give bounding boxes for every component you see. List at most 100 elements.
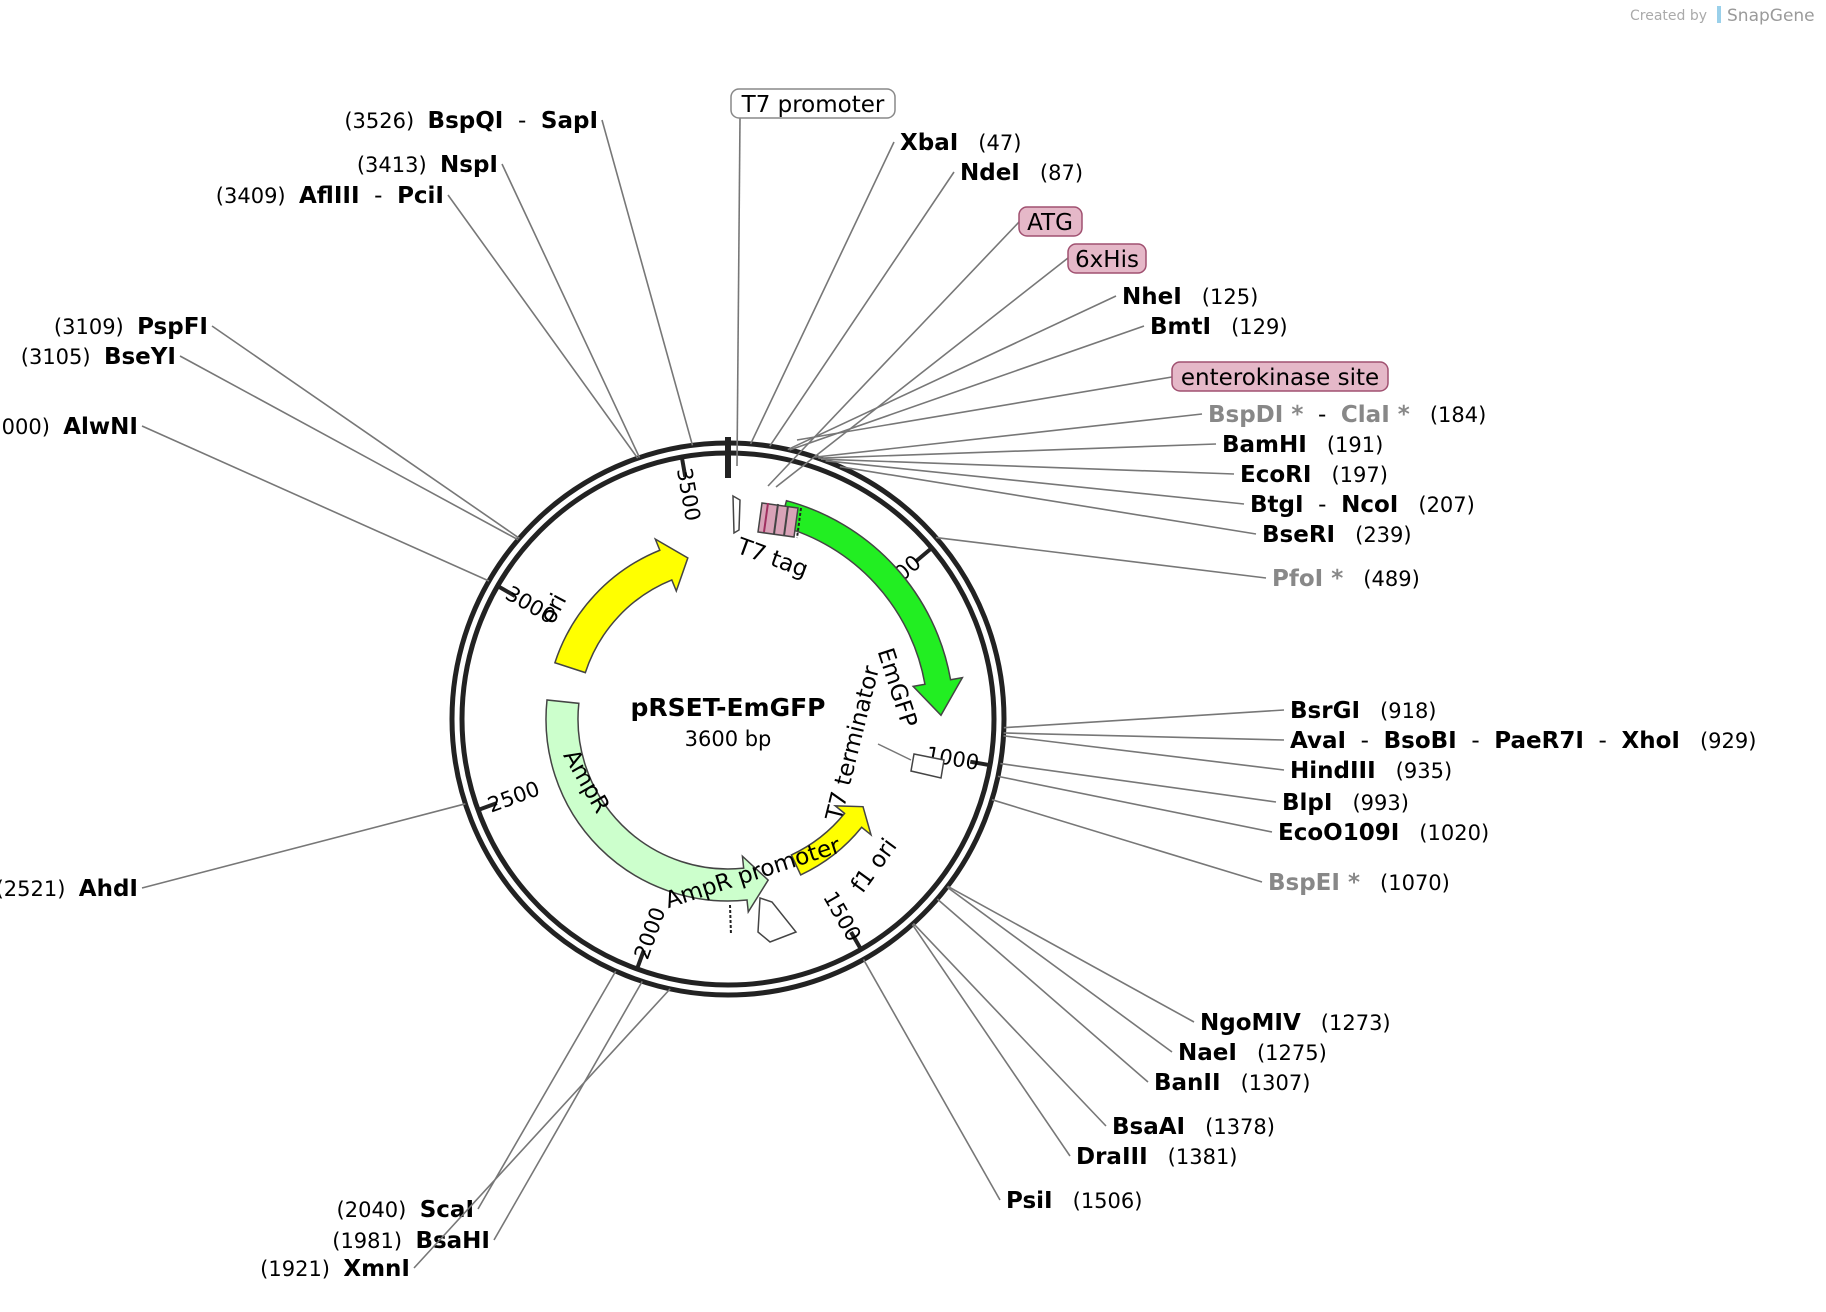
feature-ampr-promoter-arrow[interactable] bbox=[757, 896, 798, 943]
site-ahdi[interactable]: (2521) AhdI bbox=[0, 803, 466, 902]
plasmid-length: 3600 bp bbox=[685, 727, 772, 751]
site-afliii[interactable]: (3409) AflIII - PciI bbox=[216, 183, 639, 459]
site-bsrgi[interactable]: BsrGI (918) bbox=[1003, 698, 1437, 729]
site-label: NaeI (1275) bbox=[1178, 1040, 1327, 1066]
tick-label-3500: 3500 bbox=[672, 466, 705, 523]
site-psii[interactable]: PsiI (1506) bbox=[862, 959, 1142, 1214]
site-leader bbox=[141, 425, 490, 582]
site-label: PsiI (1506) bbox=[1006, 1188, 1142, 1214]
site-bspei[interactable]: BspEI * (1070) bbox=[991, 798, 1450, 896]
feature-f1-ori-arrow[interactable] bbox=[790, 805, 873, 876]
site-label: (3409) AflIII - PciI bbox=[216, 183, 444, 209]
site-leader bbox=[997, 775, 1273, 833]
site-naei[interactable]: NaeI (1275) bbox=[946, 886, 1327, 1066]
site-pspfi[interactable]: (3109) PspFI bbox=[54, 314, 520, 539]
site-ecori[interactable]: EcoRI (197) bbox=[821, 458, 1388, 488]
site-avai[interactable]: AvaI - BsoBI - PaeR7I - XhoI (929) bbox=[1003, 728, 1757, 754]
site-ndei[interactable]: NdeI (87) bbox=[769, 160, 1083, 447]
site-leader bbox=[936, 898, 1149, 1083]
site-leader bbox=[211, 325, 520, 539]
site-leader bbox=[413, 988, 671, 1269]
6xhis-box[interactable] bbox=[1067, 243, 1147, 274]
snapgene-logo-icon bbox=[1717, 6, 1721, 23]
feature-ampr-arrow[interactable] bbox=[545, 699, 770, 915]
site-scai[interactable]: (2040) ScaI bbox=[337, 970, 617, 1223]
tick-500 bbox=[915, 546, 934, 563]
feature-t7-promoter-mark[interactable] bbox=[732, 494, 741, 535]
site-label: BmtI (129) bbox=[1150, 314, 1288, 340]
site-label: BlpI (993) bbox=[1282, 790, 1409, 816]
site-alwni[interactable]: (3000) AlwNI bbox=[0, 414, 490, 582]
enterokinase-site-label: enterokinase site bbox=[1181, 365, 1379, 391]
site-leader bbox=[862, 959, 1001, 1201]
brand-text: SnapGene bbox=[1727, 6, 1815, 26]
site-leader bbox=[818, 443, 1217, 459]
atg-label: ATG bbox=[1027, 210, 1073, 236]
site-bseyi[interactable]: (3105) BseYI bbox=[21, 344, 519, 541]
site-leader bbox=[991, 798, 1263, 883]
site-blpi[interactable]: BlpI (993) bbox=[1000, 762, 1409, 816]
site-ngomiv[interactable]: NgoMIV (1273) bbox=[947, 885, 1391, 1036]
feature-emgfp-arrow[interactable] bbox=[778, 499, 964, 717]
atg-box[interactable] bbox=[1018, 206, 1083, 237]
site-label: BseRI (239) bbox=[1262, 522, 1412, 548]
leader-enterokinase bbox=[796, 376, 1173, 441]
site-pfoi[interactable]: PfoI * (489) bbox=[935, 536, 1420, 592]
site-leader bbox=[787, 295, 1117, 451]
site-label: (2521) AhdI bbox=[0, 876, 138, 902]
site-leader bbox=[1000, 762, 1277, 803]
t7-promoter-box[interactable] bbox=[730, 88, 896, 119]
site-hindiii[interactable]: HindIII (935) bbox=[1003, 735, 1452, 784]
site-label: (3000) AlwNI bbox=[0, 414, 138, 440]
site-xbai[interactable]: XbaI (47) bbox=[749, 130, 1022, 445]
credit-text: Created by bbox=[1630, 8, 1707, 24]
site-leader bbox=[912, 922, 1107, 1127]
feature-label-t7-tag: T7 tag bbox=[732, 533, 811, 583]
site-label: XbaI (47) bbox=[900, 130, 1021, 156]
site-leader bbox=[601, 119, 694, 446]
site-nspi[interactable]: (3413) NspI bbox=[357, 152, 641, 458]
emgfp-start-mark bbox=[796, 507, 802, 539]
plasmid-name: pRSET-EmGFP bbox=[630, 693, 825, 722]
site-leader bbox=[947, 885, 1195, 1023]
site-label: (3413) NspI bbox=[357, 152, 498, 178]
site-draiii[interactable]: DraIII (1381) bbox=[911, 923, 1238, 1170]
tick-label-2500: 2500 bbox=[485, 777, 543, 818]
site-leader bbox=[839, 465, 1257, 535]
site-label: BtgI - NcoI (207) bbox=[1250, 492, 1475, 518]
feature-arcs bbox=[545, 499, 964, 915]
site-bseri[interactable]: BseRI (239) bbox=[839, 465, 1412, 548]
ampr-start-mark bbox=[729, 904, 732, 936]
site-leader bbox=[825, 460, 1245, 505]
site-leader bbox=[815, 413, 1203, 458]
ek-mark bbox=[783, 505, 789, 537]
feature-ori-arrow[interactable] bbox=[553, 537, 689, 674]
enterokinase-site-box[interactable] bbox=[1171, 361, 1389, 392]
feature-box-labels: T7 promoter ATG 6xHis enterokinase site bbox=[730, 88, 1389, 488]
site-bspqi[interactable]: (3526) BspQI - SapI bbox=[344, 108, 694, 446]
site-leader bbox=[141, 803, 466, 889]
site-bamhi[interactable]: BamHI (191) bbox=[818, 432, 1383, 459]
leader-6xhis bbox=[775, 257, 1069, 488]
t7-promoter-label: T7 promoter bbox=[741, 92, 885, 118]
site-leader bbox=[1003, 735, 1285, 771]
site-label: BspEI * (1070) bbox=[1268, 870, 1450, 896]
site-banii[interactable]: BanII (1307) bbox=[936, 898, 1310, 1096]
tick-3500 bbox=[679, 456, 688, 478]
site-bsaai[interactable]: BsaAI (1378) bbox=[912, 922, 1275, 1140]
site-nhei[interactable]: NheI (125) bbox=[787, 284, 1259, 451]
site-bsahi[interactable]: (1981) BsaHI bbox=[332, 980, 643, 1254]
site-leader bbox=[447, 194, 639, 459]
site-xmni[interactable]: (1921) XmnI bbox=[260, 988, 671, 1282]
site-label: EcoRI (197) bbox=[1240, 462, 1388, 488]
site-bmti[interactable]: BmtI (129) bbox=[789, 314, 1288, 451]
site-leader bbox=[749, 141, 895, 445]
feature-t7-terminator-mark[interactable] bbox=[910, 753, 945, 779]
site-bspdi[interactable]: BspDI * - ClaI * (184) bbox=[815, 402, 1486, 458]
site-ecoo109i[interactable]: EcoO109I (1020) bbox=[997, 775, 1489, 846]
site-label: BanII (1307) bbox=[1154, 1070, 1310, 1096]
snapgene-credit: Created by SnapGene bbox=[1630, 6, 1815, 26]
site-btgi[interactable]: BtgI - NcoI (207) bbox=[825, 460, 1475, 518]
